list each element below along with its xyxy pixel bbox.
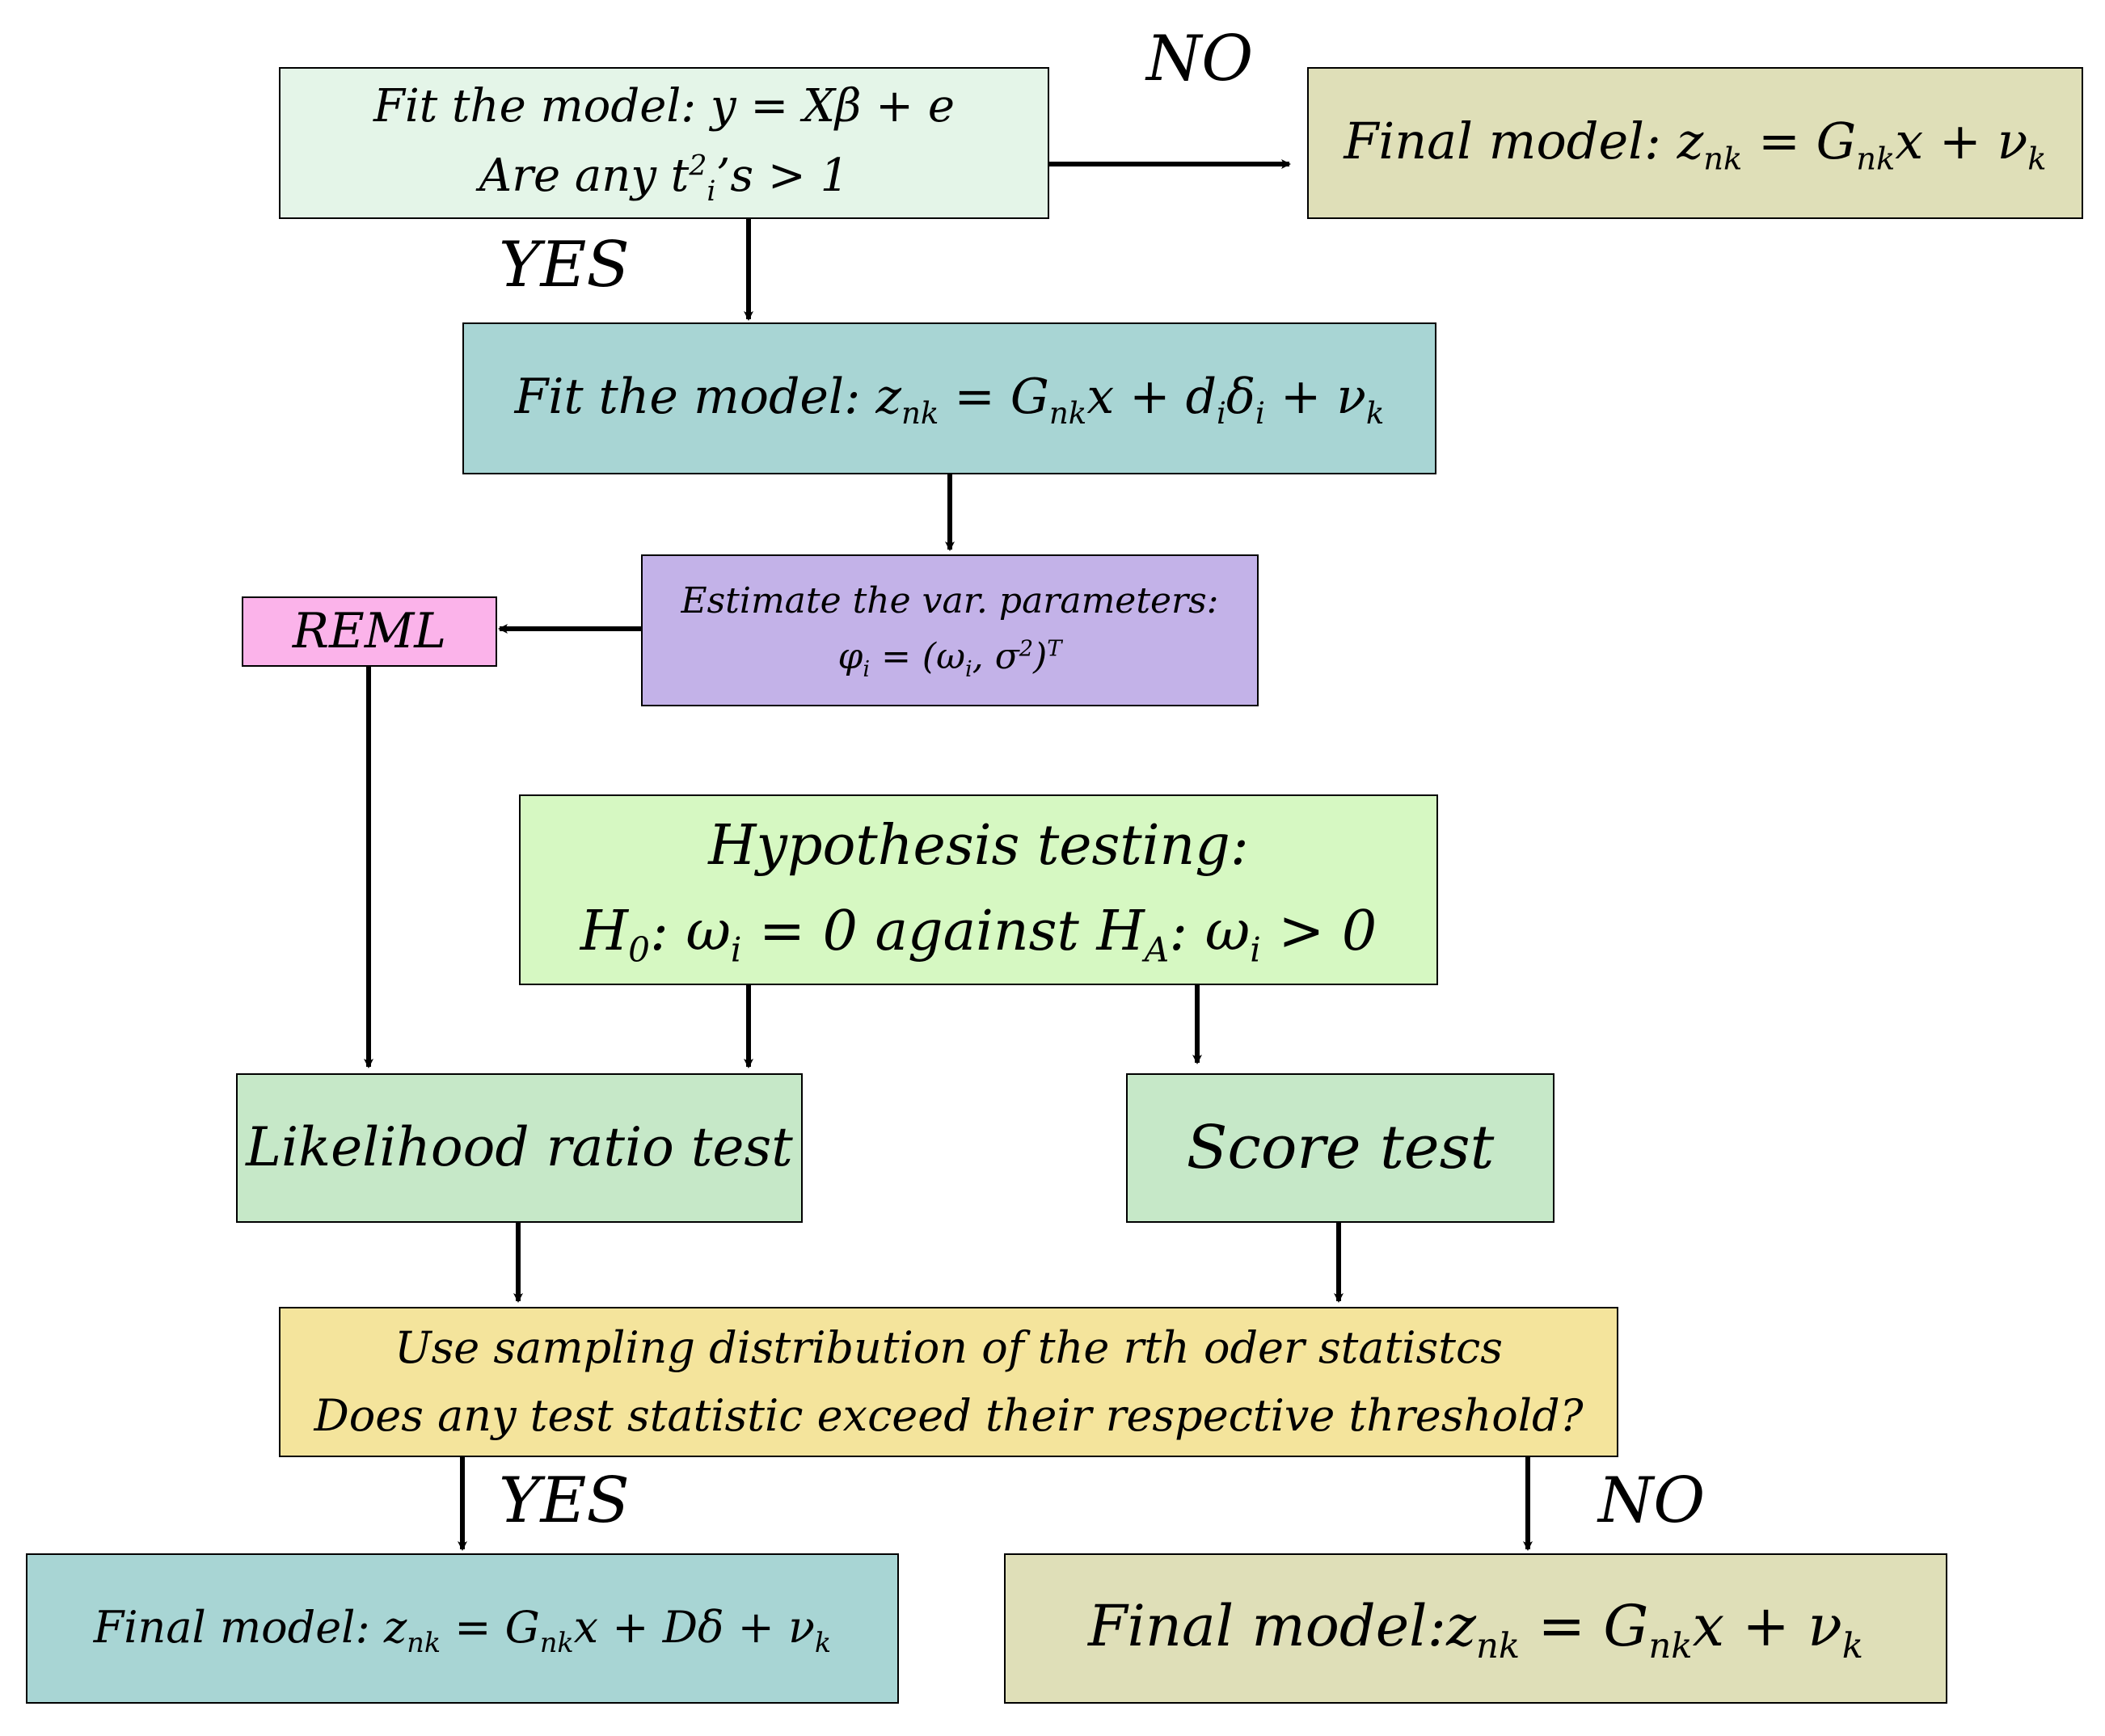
reml-label: REML (292, 603, 447, 659)
estimate-box: Estimate the var. parameters: φi = (ωi, … (641, 554, 1259, 706)
sampling-box: Use sampling distribution of the rth ode… (279, 1307, 1618, 1457)
label-no-bottom: NO (1598, 1464, 1706, 1537)
hypothesis-box: Hypothesis testing: H0: ωi = 0 against H… (519, 794, 1438, 985)
score-label: Score test (1186, 1113, 1495, 1183)
reml-box: REML (242, 596, 497, 667)
fit-model-2-text: Fit the model: znk = Gnkx + diδi + νk (514, 369, 1385, 432)
final-model-yes-box: Final model: znk = Gnkx + Dδ + νk (26, 1553, 899, 1704)
fit-model-box-2: Fit the model: znk = Gnkx + diδi + νk (462, 322, 1436, 474)
final-model-top-text: Final model: znk = Gnkx + νk (1344, 112, 2047, 178)
likelihood-ratio-test-box: Likelihood ratio test (236, 1073, 803, 1223)
fit-model-line1: Fit the model: y = Xβ + e (373, 79, 955, 133)
fit-model-line2: Are any t2i’s > 1 (479, 150, 850, 209)
estimate-line2: φi = (ωi, σ2)T (837, 635, 1062, 682)
sampling-line2: Does any test statistic exceed their res… (314, 1390, 1584, 1441)
label-no-top: NO (1146, 23, 1254, 95)
hypothesis-line1: Hypothesis testing: (708, 814, 1249, 879)
label-yes-bottom: YES (499, 1464, 630, 1537)
final-no-text: Final model:znk = Gnkx + νk (1087, 1593, 1864, 1667)
score-test-box: Score test (1126, 1073, 1554, 1223)
fit-model-box-1: Fit the model: y = Xβ + e Are any t2i’s … (279, 67, 1049, 219)
label-yes-top: YES (499, 229, 630, 301)
lrt-label: Likelihood ratio test (246, 1116, 793, 1179)
final-model-top-box: Final model: znk = Gnkx + νk (1307, 67, 2083, 219)
final-yes-text: Final model: znk = Gnkx + Dδ + νk (93, 1601, 832, 1658)
final-model-no-box: Final model:znk = Gnkx + νk (1004, 1553, 1947, 1704)
estimate-line1: Estimate the var. parameters: (681, 580, 1219, 622)
hypothesis-line2: H0: ωi = 0 against HA: ωi > 0 (580, 899, 1377, 970)
sampling-line1: Use sampling distribution of the rth ode… (394, 1322, 1503, 1374)
